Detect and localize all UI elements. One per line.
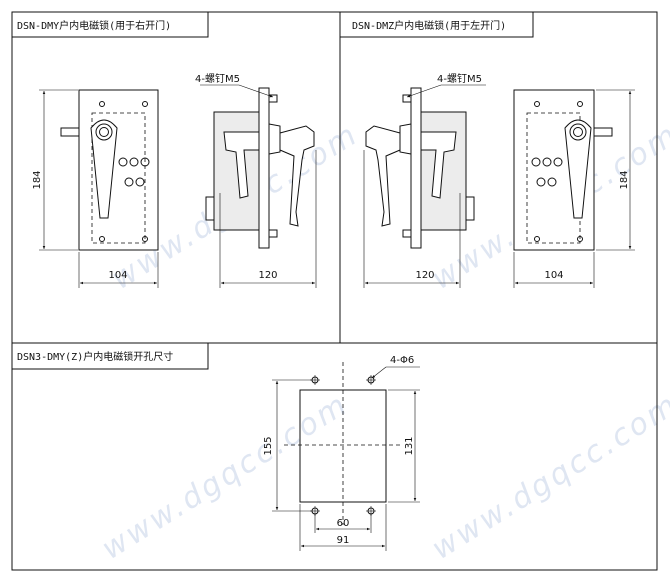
panel-title: DSN-DMZ户内电磁锁(用于左开门) — [352, 19, 506, 32]
screw-note: 4-螺钉M5 — [437, 73, 482, 85]
height-outer-label: 155 — [263, 436, 274, 455]
front-view-left — [513, 89, 635, 288]
side-view-left — [363, 84, 486, 288]
cutout-drawing — [272, 362, 420, 551]
panel-title-box — [339, 11, 534, 38]
height-dim-label: 184 — [619, 170, 630, 189]
watermark-4: www.dgqcc.com — [426, 387, 670, 567]
side-dim-label: 120 — [415, 270, 434, 281]
panel-title-box — [11, 11, 209, 38]
panel-right-door: DSN-DMY户内电磁锁(用于右开门) 184 104 — [11, 11, 317, 288]
front-view-right — [39, 89, 159, 288]
hole-note: 4-Φ6 — [390, 355, 414, 366]
panel-left-door: DSN-DMZ户内电磁锁(用于左开门) 120 4-螺钉M5 — [339, 11, 635, 288]
height-dim-label: 184 — [32, 170, 43, 189]
width-dim-label: 104 — [544, 270, 563, 281]
height-inner-label: 131 — [404, 436, 415, 455]
side-view-right — [200, 84, 317, 288]
screw-note: 4-螺钉M5 — [195, 73, 240, 85]
panel-title: DSN-DMY户内电磁锁(用于右开门) — [17, 19, 171, 32]
panel-title: DSN3-DMY(Z)户内电磁锁开孔尺寸 — [17, 350, 173, 363]
side-dim-label: 120 — [258, 270, 277, 281]
panel-title-box — [11, 342, 209, 370]
width-inner-label: 60 — [337, 518, 350, 529]
watermark-3: www.dgqcc.com — [96, 387, 355, 567]
width-outer-label: 91 — [337, 535, 350, 546]
panel-cutout: DSN3-DMY(Z)户内电磁锁开孔尺寸 — [11, 342, 420, 551]
width-dim-label: 104 — [108, 270, 127, 281]
